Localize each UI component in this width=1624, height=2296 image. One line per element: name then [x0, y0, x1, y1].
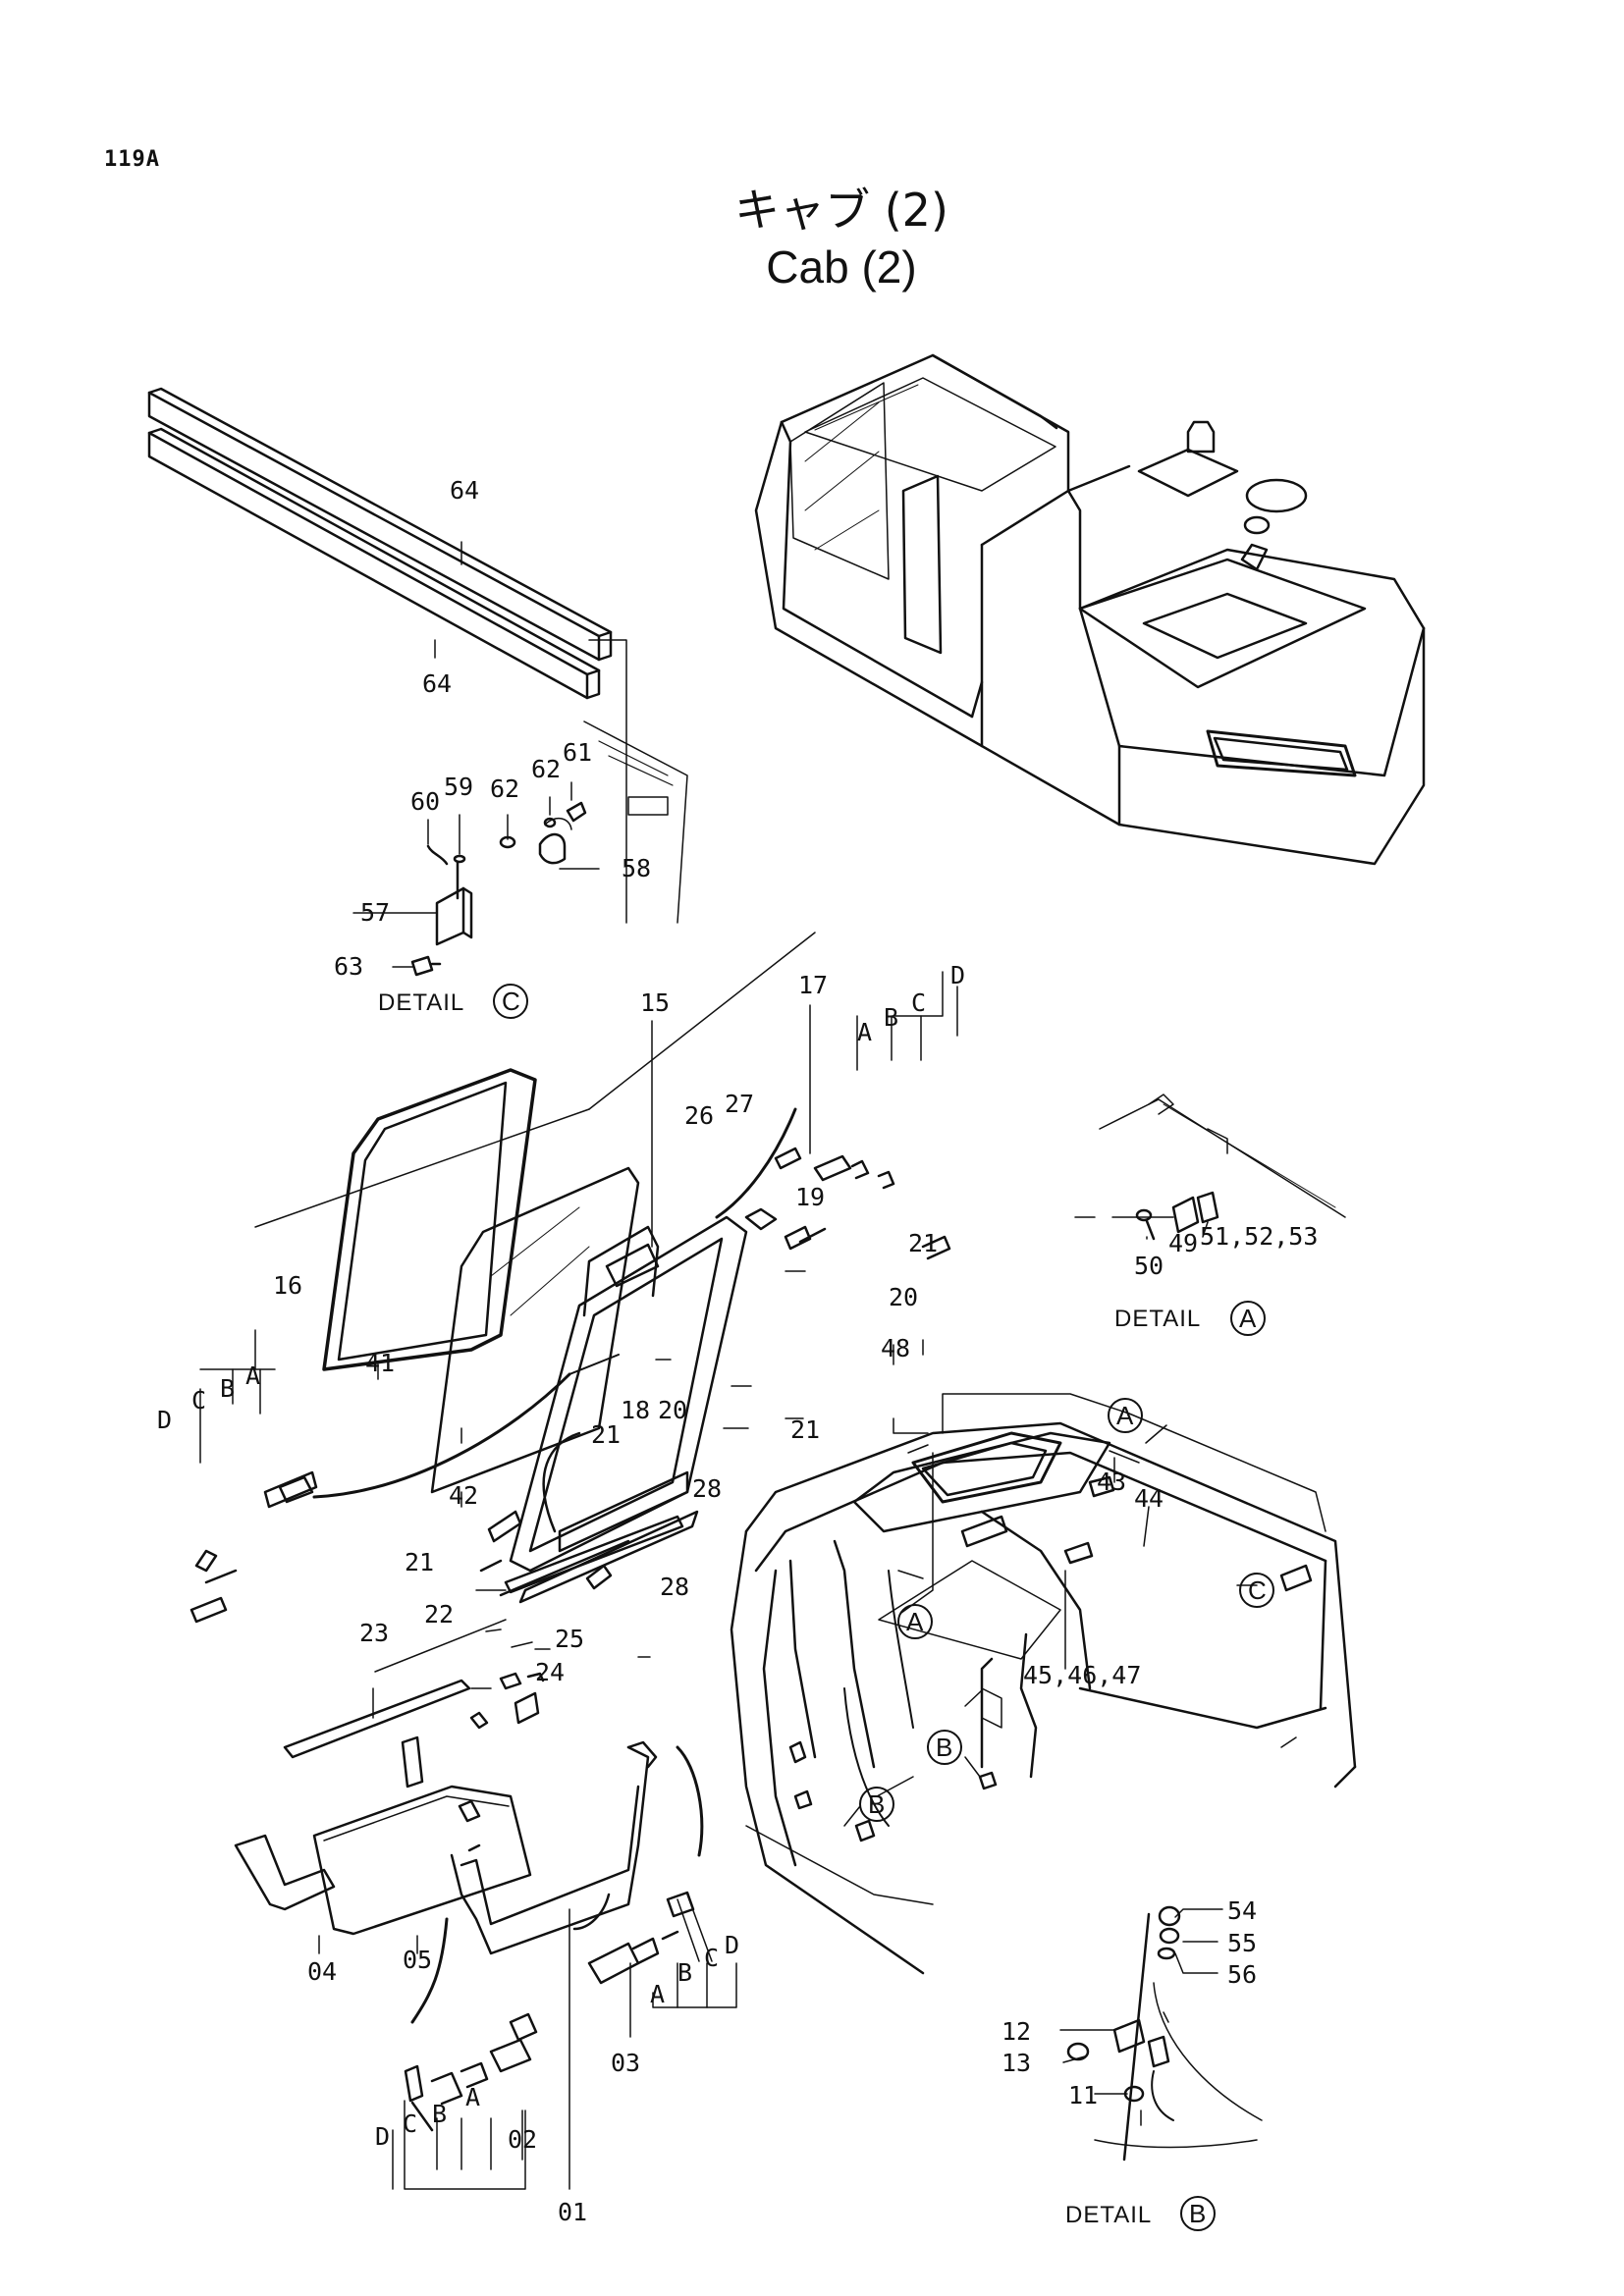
detail-b-assembly	[1066, 1905, 1263, 2162]
detail-a-caption: DETAIL	[1114, 1306, 1201, 1332]
label-21-right-top: 21	[908, 1229, 938, 1257]
detail-c-assembly	[410, 721, 688, 977]
label-22: 22	[424, 1600, 454, 1629]
label-20-mid: 20	[658, 1396, 687, 1424]
label-25: 25	[555, 1625, 584, 1653]
label-62b: 62	[531, 755, 561, 783]
letter-d-lower-left: D	[375, 2122, 390, 2151]
label-18: 18	[621, 1396, 650, 1424]
label-11: 11	[1068, 2081, 1098, 2109]
label-01: 01	[558, 2198, 587, 2226]
label-44: 44	[1134, 1484, 1164, 1513]
leader-lines	[199, 541, 1297, 2190]
label-62a: 62	[490, 774, 519, 803]
detail-c-caption: DETAIL	[378, 989, 464, 1016]
title-japanese: キャブ (2)	[734, 184, 948, 237]
label-28-lower: 28	[660, 1573, 689, 1601]
label-21-mid: 21	[591, 1420, 621, 1449]
letter-b-lower-left: B	[432, 2100, 447, 2128]
lower-window-assembly	[234, 1735, 713, 2132]
label-13: 13	[1001, 2049, 1031, 2077]
label-24: 24	[535, 1658, 565, 1686]
label-55: 55	[1227, 1929, 1257, 1957]
letter-a-left: A	[245, 1362, 260, 1390]
letter-a-upper: A	[857, 1018, 872, 1046]
circle-letter-a-top: A	[1116, 1401, 1134, 1430]
label-04: 04	[307, 1957, 337, 1986]
label-51-53: 51,52,53	[1200, 1222, 1318, 1251]
part-labels: 64 64 60 59 62 62 61 58 57 63 15 17 26 2…	[157, 476, 1318, 2228]
label-57: 57	[360, 898, 390, 927]
label-45-47: 45,46,47	[1023, 1661, 1141, 1689]
label-56: 56	[1227, 1960, 1257, 1989]
label-64-bottom: 64	[422, 669, 452, 698]
excavator-body	[754, 353, 1426, 866]
letter-a-lower-right: A	[650, 1980, 665, 2008]
letter-c-lower-right: C	[704, 1944, 719, 1972]
label-28-upper: 28	[692, 1474, 722, 1503]
label-21-lower: 21	[405, 1548, 434, 1576]
title-english: Cab (2)	[766, 241, 917, 293]
letter-b-lower-right: B	[677, 1958, 692, 1987]
label-58: 58	[622, 854, 651, 882]
callout-circles	[493, 984, 1274, 2231]
label-54: 54	[1227, 1896, 1257, 1925]
circle-letter-b-right: B	[936, 1733, 952, 1762]
page-code: 119A	[104, 147, 160, 172]
label-64-top: 64	[450, 476, 479, 505]
letter-c-lower-left: C	[403, 2109, 417, 2138]
letter-c-left: C	[191, 1386, 206, 1415]
label-23: 23	[359, 1619, 389, 1647]
label-41: 41	[365, 1349, 395, 1377]
letter-d-lower-right: D	[725, 1931, 739, 1959]
label-61: 61	[563, 738, 592, 767]
label-49: 49	[1168, 1229, 1198, 1257]
label-12: 12	[1001, 2017, 1031, 2046]
circle-letter-a-detail: A	[1239, 1304, 1257, 1333]
circle-letter-a-left: A	[906, 1607, 924, 1636]
label-20-right: 20	[889, 1283, 918, 1311]
label-27: 27	[725, 1090, 754, 1118]
rubber-strip-64	[147, 387, 627, 924]
label-03: 03	[611, 2049, 640, 2077]
circle-letter-b-detail: B	[1189, 2199, 1206, 2228]
label-19: 19	[795, 1183, 825, 1211]
letter-b-left: B	[220, 1374, 235, 1403]
label-50: 50	[1134, 1252, 1164, 1280]
label-21-right-mid: 21	[790, 1415, 820, 1444]
label-63: 63	[334, 952, 363, 981]
label-59: 59	[444, 773, 473, 801]
label-05: 05	[403, 1946, 432, 1974]
label-42: 42	[449, 1481, 478, 1510]
label-43: 43	[1097, 1468, 1126, 1496]
letter-d-upper: D	[950, 961, 965, 989]
label-60: 60	[410, 787, 440, 816]
door-window-assembly	[189, 932, 951, 1759]
label-26: 26	[684, 1101, 714, 1130]
label-02: 02	[508, 2125, 537, 2154]
label-17: 17	[798, 971, 828, 999]
detail-b-caption: DETAIL	[1065, 2202, 1152, 2228]
label-15: 15	[640, 988, 670, 1017]
circle-letter-c-right: C	[1248, 1575, 1267, 1605]
cab-frame	[730, 1393, 1357, 1975]
letter-a-lower-left: A	[465, 2083, 480, 2111]
label-16: 16	[273, 1271, 302, 1300]
label-48: 48	[881, 1334, 910, 1362]
letter-b-upper: B	[884, 1003, 898, 1032]
letter-c-upper: C	[911, 988, 926, 1017]
circle-letter-c-detail: C	[502, 987, 520, 1016]
letter-d-left: D	[157, 1406, 172, 1434]
circle-letter-b-left: B	[868, 1789, 885, 1819]
detail-a-assembly	[1099, 1094, 1346, 1241]
